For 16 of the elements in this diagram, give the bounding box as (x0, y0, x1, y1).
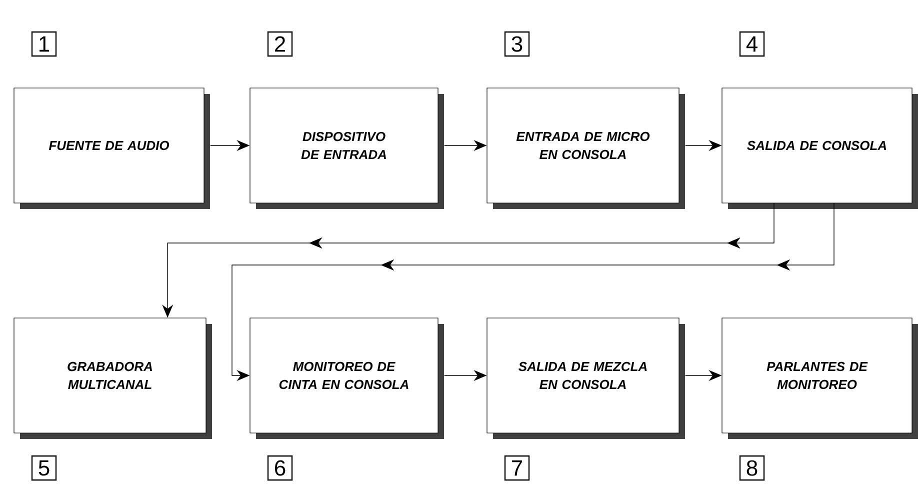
step-number: 8 (739, 455, 765, 481)
process-box: ENTRADA DE MICRO EN CONSOLA (486, 88, 685, 209)
step-number: 1 (31, 31, 57, 57)
step-number: 2 (267, 31, 293, 57)
step-number: 6 (267, 455, 293, 481)
step-number: 7 (504, 455, 530, 481)
process-box: GRABADORA MULTICANAL (14, 318, 212, 439)
process-box: SALIDA DE CONSOLA (722, 88, 918, 209)
step-number: 5 (31, 455, 57, 481)
process-box: MONITOREO DE CINTA EN CONSOLA (250, 318, 444, 439)
process-box: PARLANTES DE MONITOREO (722, 318, 918, 439)
step-number: 3 (504, 31, 530, 57)
process-box: FUENTE DE AUDIO (14, 88, 210, 209)
process-box: DISPOSITIVO DE ENTRADA (250, 88, 444, 209)
process-box: SALIDA DE MEZCLA EN CONSOLA (486, 318, 685, 439)
step-number: 4 (739, 31, 765, 57)
